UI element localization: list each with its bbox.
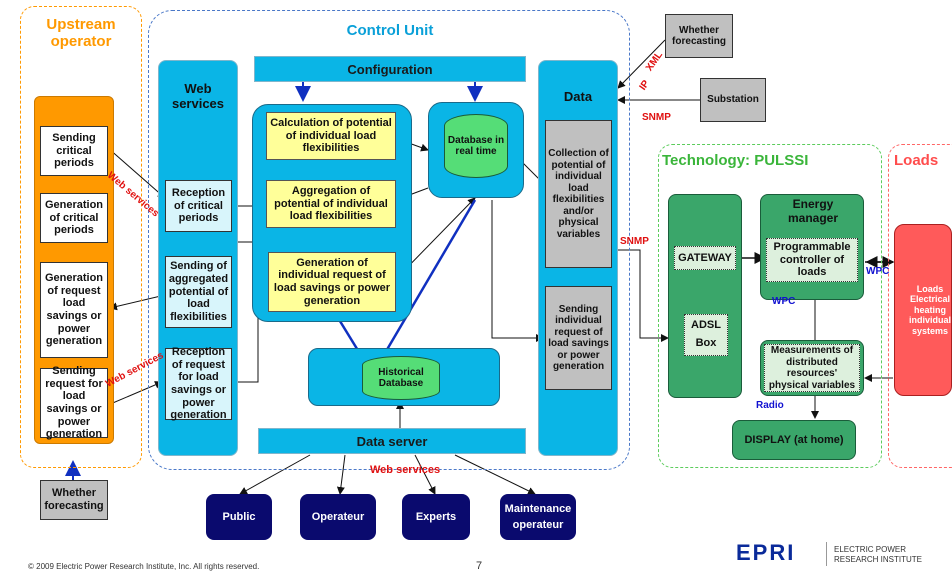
gateway-box: GATEWAY <box>674 246 736 270</box>
sending-individual-request: Sending individual request of load savin… <box>545 286 612 390</box>
calculation-potential: Calculation of potential of individual l… <box>266 112 396 160</box>
consumer-public: Public <box>206 494 272 540</box>
generation-request-load-savings: Generation of request load savings or po… <box>40 262 108 358</box>
label-snmp-2: SNMP <box>620 236 649 247</box>
consumer-operateur: Operateur <box>300 494 376 540</box>
loads-title: Loads <box>894 152 939 169</box>
label-snmp-1: SNMP <box>642 112 671 123</box>
reception-request-load-savings: Reception of request for load savings or… <box>165 346 232 421</box>
historical-database-cylinder: Historical Database <box>362 356 440 400</box>
logo-divider <box>826 542 827 566</box>
control-unit-title: Control Unit <box>346 22 434 39</box>
display-at-home: DISPLAY (at home) <box>732 420 856 460</box>
technology-title: Technology: PULSSI <box>662 152 809 169</box>
upstream-operator-region <box>20 6 142 468</box>
loads-region <box>888 144 952 468</box>
label-wpc-1: WPC <box>866 266 890 277</box>
data-title: Data <box>563 89 593 104</box>
epri-logo: EPRI <box>736 540 796 565</box>
programmable-controller: Programmable controller of loads <box>766 238 858 282</box>
loads-electrical-heating: Loads Electrical heating individual syst… <box>894 224 952 396</box>
label-radio: Radio <box>756 400 784 411</box>
energy-manager-title: Energy manager <box>787 197 839 225</box>
sending-critical-periods: Sending critical periods <box>40 126 108 176</box>
label-web-services-bottom: Web services <box>370 464 441 476</box>
configuration-bar: Configuration <box>254 56 526 82</box>
aggregation-potential: Aggregation of potential of individual l… <box>266 180 396 228</box>
web-services-title: Web services <box>171 81 225 111</box>
technology-region <box>658 144 882 468</box>
consumer-experts: Experts <box>402 494 470 540</box>
database-realtime-cylinder: Database in real time <box>444 114 508 178</box>
sending-aggregated-potential: Sending of aggregated potential of load … <box>165 256 232 328</box>
collection-potential: Collection of potential of individual lo… <box>545 120 612 268</box>
institute-line-1: ELECTRIC POWER <box>834 545 907 554</box>
footer-page-number: 7 <box>476 560 483 572</box>
data-server-bar: Data server <box>258 428 526 454</box>
gateway-panel <box>668 194 742 398</box>
upstream-operator-title: Upstream operator <box>46 16 116 51</box>
generation-individual-request: Generation of individual request of load… <box>268 252 396 312</box>
label-wpc-2: WPC <box>772 296 796 307</box>
whether-forecasting-bottom: Whether forecasting <box>40 480 108 520</box>
whether-forecasting-top: Whether forecasting <box>665 14 733 58</box>
sending-request-load-savings: Sending request for load savings or powe… <box>40 365 108 440</box>
footer-copyright: © 2009 Electric Power Research Institute… <box>28 562 260 571</box>
reception-critical-periods: Reception of critical periods <box>165 180 232 232</box>
control-unit-region <box>148 10 630 470</box>
generation-critical-periods: Generation of critical periods <box>40 193 108 243</box>
institute-line-2: RESEARCH INSTITUTE <box>834 555 923 564</box>
consumer-maintenance-operateur: Maintenance operateur <box>500 494 576 540</box>
adsl-box: ADSL Box <box>684 314 728 356</box>
substation: Substation <box>700 78 766 122</box>
measurements-box: Measurements of distributed resources' p… <box>764 344 860 392</box>
